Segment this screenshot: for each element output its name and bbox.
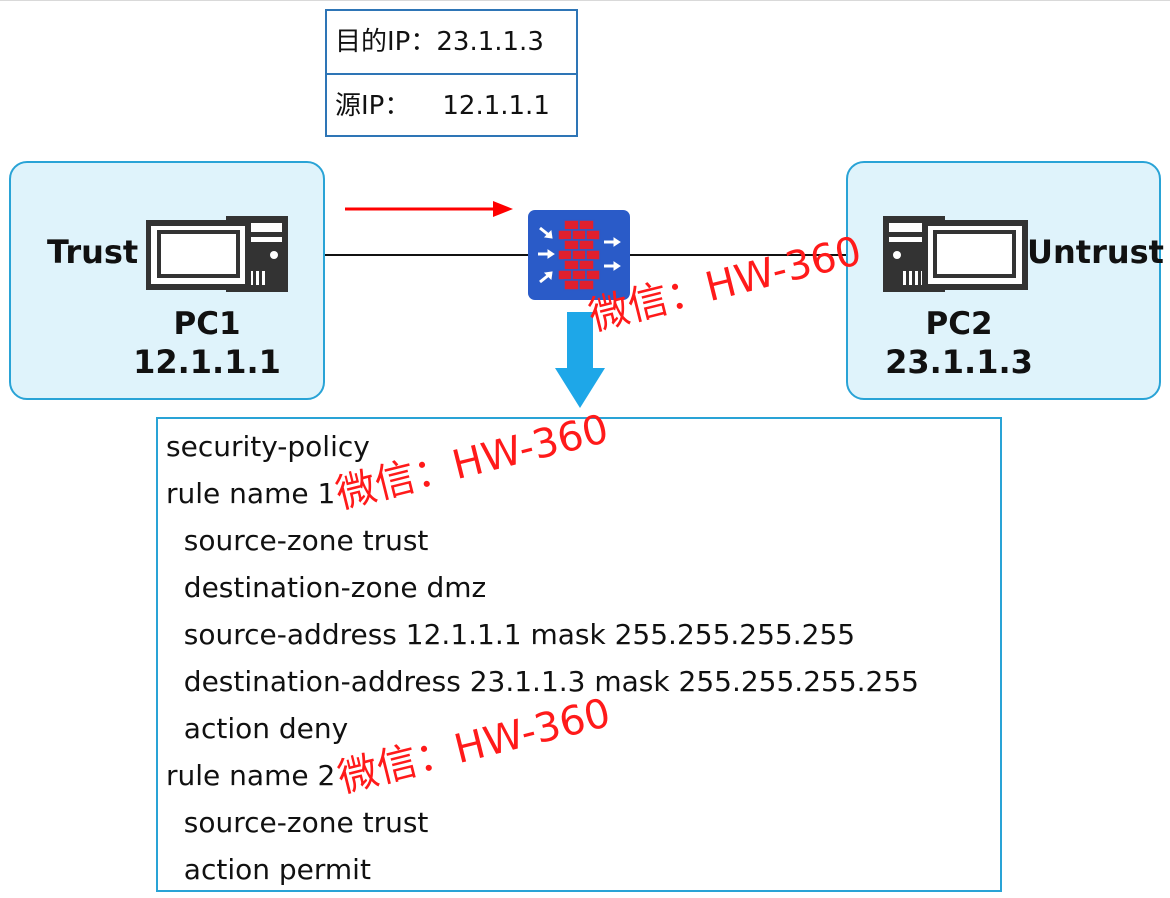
security-policy-config: security-policy rule name 1 source-zone … — [156, 417, 1002, 892]
source-ip-label: 源IP： — [335, 91, 411, 121]
top-border — [0, 0, 1170, 1]
pc1-name: PC1 — [173, 306, 241, 342]
config-line: security-policy — [166, 430, 370, 463]
config-line: destination-zone dmz — [166, 571, 487, 604]
config-line: source-zone trust — [166, 524, 429, 557]
firewall-icon — [528, 210, 630, 300]
policy-down-arrow-icon — [555, 312, 605, 408]
link-pc1-firewall — [325, 254, 528, 256]
config-line: destination-address 23.1.1.3 mask 255.25… — [166, 665, 919, 698]
packet-source-row: 源IP： 12.1.1.1 — [327, 73, 576, 135]
destination-ip-label: 目的IP： — [335, 27, 437, 57]
config-line: source-zone trust — [166, 806, 429, 839]
config-line: action deny — [166, 712, 349, 745]
link-firewall-pc2 — [630, 254, 846, 256]
source-ip-value: 12.1.1.1 — [442, 91, 550, 121]
packet-destination-row: 目的IP：23.1.1.3 — [327, 11, 576, 73]
pc2-ip: 23.1.1.3 — [885, 343, 1033, 381]
config-line: action permit — [166, 853, 371, 886]
trust-zone: Trust PC1 12.1.1.1 — [9, 161, 325, 400]
config-line: rule name 2 — [166, 759, 336, 792]
pc2-desktop-computer-icon — [883, 216, 1028, 292]
packet-header-table: 目的IP：23.1.1.3 源IP： 12.1.1.1 — [325, 9, 578, 137]
pc2-name: PC2 — [925, 306, 993, 342]
pc1-desktop-computer-icon — [146, 216, 288, 292]
pc1-ip: 12.1.1.1 — [133, 343, 281, 381]
destination-ip-value: 23.1.1.3 — [436, 27, 544, 57]
config-line: rule name 1 — [166, 477, 336, 510]
untrust-zone: Untrust PC2 23.1.1.3 — [846, 161, 1164, 400]
trust-zone-label: Trust — [47, 233, 139, 271]
config-line: source-address 12.1.1.1 mask 255.255.255… — [166, 618, 856, 651]
untrust-zone-label: Untrust — [1027, 233, 1164, 271]
traffic-direction-arrow-right-icon — [345, 201, 513, 217]
